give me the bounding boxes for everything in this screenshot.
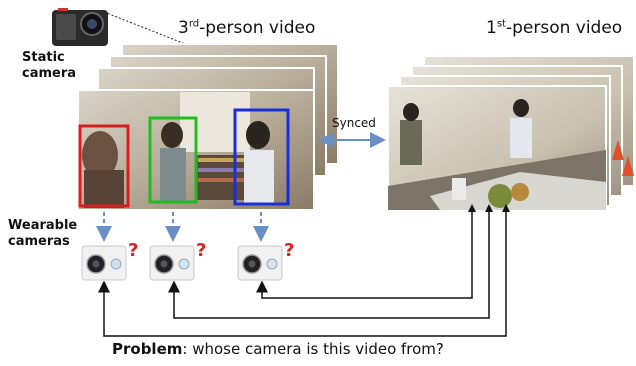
connector-line-1 bbox=[256, 206, 473, 299]
person-box-blue bbox=[233, 108, 290, 206]
arrowhead-up-2 bbox=[485, 204, 493, 212]
static-camera-icon bbox=[52, 8, 108, 46]
arrowhead-up-1 bbox=[468, 204, 476, 212]
wearable-camera-3-icon bbox=[237, 245, 283, 281]
connector-line-3 bbox=[98, 206, 507, 337]
wearable-camera-1-icon bbox=[81, 245, 127, 281]
arrowhead-up-3 bbox=[502, 204, 510, 212]
static-camera-label: Static camera bbox=[22, 50, 77, 81]
first-person-title: 1st-person video bbox=[486, 18, 623, 38]
question-mark-1: ? bbox=[128, 240, 139, 261]
first-person-video-stack bbox=[387, 55, 635, 211]
person-box-green bbox=[148, 116, 198, 204]
wearable-camera-2-icon bbox=[149, 245, 195, 281]
question-mark-3: ? bbox=[284, 240, 295, 261]
person-box-red bbox=[78, 124, 130, 208]
third-person-title: 3rd-person video bbox=[178, 18, 316, 38]
problem-caption: Problem: whose camera is this video from… bbox=[112, 340, 444, 358]
connector-line-2 bbox=[168, 206, 490, 319]
wearable-cameras-label: Wearable cameras bbox=[8, 218, 78, 249]
synced-label: Synced bbox=[332, 116, 376, 130]
question-mark-2: ? bbox=[196, 240, 207, 261]
